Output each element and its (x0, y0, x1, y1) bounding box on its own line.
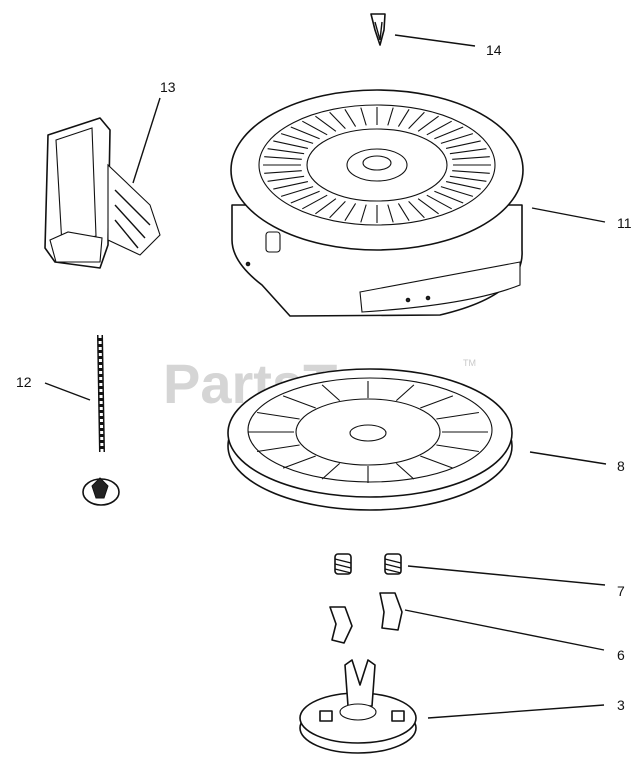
housing-vent-slot (329, 111, 346, 129)
housing-vent-slot (344, 109, 357, 127)
housing-vent-slot (440, 133, 474, 144)
part-11-starter-housing[interactable] (230, 89, 524, 317)
housing-vent-slot (290, 126, 320, 140)
leader-line-13 (132, 97, 161, 184)
callout-7[interactable]: 7 (617, 583, 625, 599)
housing-vent-slot (360, 107, 367, 126)
leader-line-12 (44, 382, 91, 401)
housing-vent-slot (452, 156, 490, 160)
housing-vent-slot (302, 194, 328, 210)
housing-vent-slot (387, 107, 394, 126)
pulley-vane (395, 384, 415, 402)
housing-vent-slot (449, 175, 487, 182)
housing-vent-slot (408, 111, 425, 129)
pulley-vane (257, 411, 300, 420)
housing-vent-slot (426, 194, 452, 210)
housing-vent-slot (445, 181, 481, 190)
leader-line-6 (404, 609, 605, 651)
housing-vent-slot (452, 170, 490, 174)
housing-vent-slot (315, 115, 337, 132)
housing-vent-slot (267, 148, 305, 155)
housing-vent-slot (417, 198, 439, 215)
part-3-retainer[interactable] (299, 659, 417, 754)
housing-vent-slot (280, 186, 314, 197)
housing-vent-slot (445, 140, 481, 149)
housing-vent-slot (397, 109, 410, 127)
callout-11[interactable]: 11 (617, 215, 632, 231)
housing-vent-slot (387, 204, 394, 223)
housing-vent-slot (434, 126, 464, 140)
housing-vent-slot (426, 120, 452, 136)
callout-13[interactable]: 13 (160, 79, 176, 95)
part-6-dogs[interactable] (329, 592, 403, 644)
leader-line-8 (529, 451, 607, 465)
callout-14[interactable]: 14 (486, 42, 502, 58)
housing-vent-slot (264, 170, 302, 174)
pulley-vane (420, 455, 454, 469)
part-13-handle[interactable] (44, 117, 161, 269)
housing-vent-slot (290, 190, 320, 204)
pulley-vane (282, 455, 316, 469)
housing-vent-slot (360, 204, 367, 223)
pulley-vane (257, 444, 300, 453)
housing-vent-slot (302, 120, 328, 136)
part-12-rope[interactable] (82, 334, 120, 506)
housing-vent-slot (417, 115, 439, 132)
pulley-vane (395, 462, 415, 480)
housing-vent-slot (264, 156, 302, 160)
part-8-pulley[interactable] (227, 368, 513, 511)
housing-vent-slot (344, 203, 357, 221)
pulley-vane (282, 395, 316, 409)
part-7-springs[interactable] (334, 553, 402, 575)
housing-vent-slot (280, 133, 314, 144)
housing-vent-slot (315, 198, 337, 215)
callout-6[interactable]: 6 (617, 647, 625, 663)
pulley-vane (420, 395, 454, 409)
pulley-vane (321, 462, 341, 480)
housing-vent-slot (273, 140, 309, 149)
housing-vent-slot (273, 181, 309, 190)
pulley-vane (321, 384, 341, 402)
pulley-vane (436, 411, 479, 420)
housing-vent-slot (440, 186, 474, 197)
housing-vent-slot (408, 201, 425, 219)
leader-line-7 (407, 565, 606, 586)
leader-line-3 (427, 704, 605, 719)
leader-line-11 (531, 207, 606, 223)
pulley-vane (436, 444, 479, 453)
housing-vent-slot (329, 201, 346, 219)
callout-8[interactable]: 8 (617, 458, 625, 474)
housing-vent-slot (449, 148, 487, 155)
part-14-pin[interactable] (370, 13, 386, 46)
watermark-trademark: TM (463, 358, 476, 368)
leader-line-14 (394, 34, 476, 47)
housing-vent-slot (397, 203, 410, 221)
callout-12[interactable]: 12 (16, 374, 32, 390)
callout-3[interactable]: 3 (617, 697, 625, 713)
housing-vent-slot (434, 190, 464, 204)
housing-vent-slot (267, 175, 305, 182)
